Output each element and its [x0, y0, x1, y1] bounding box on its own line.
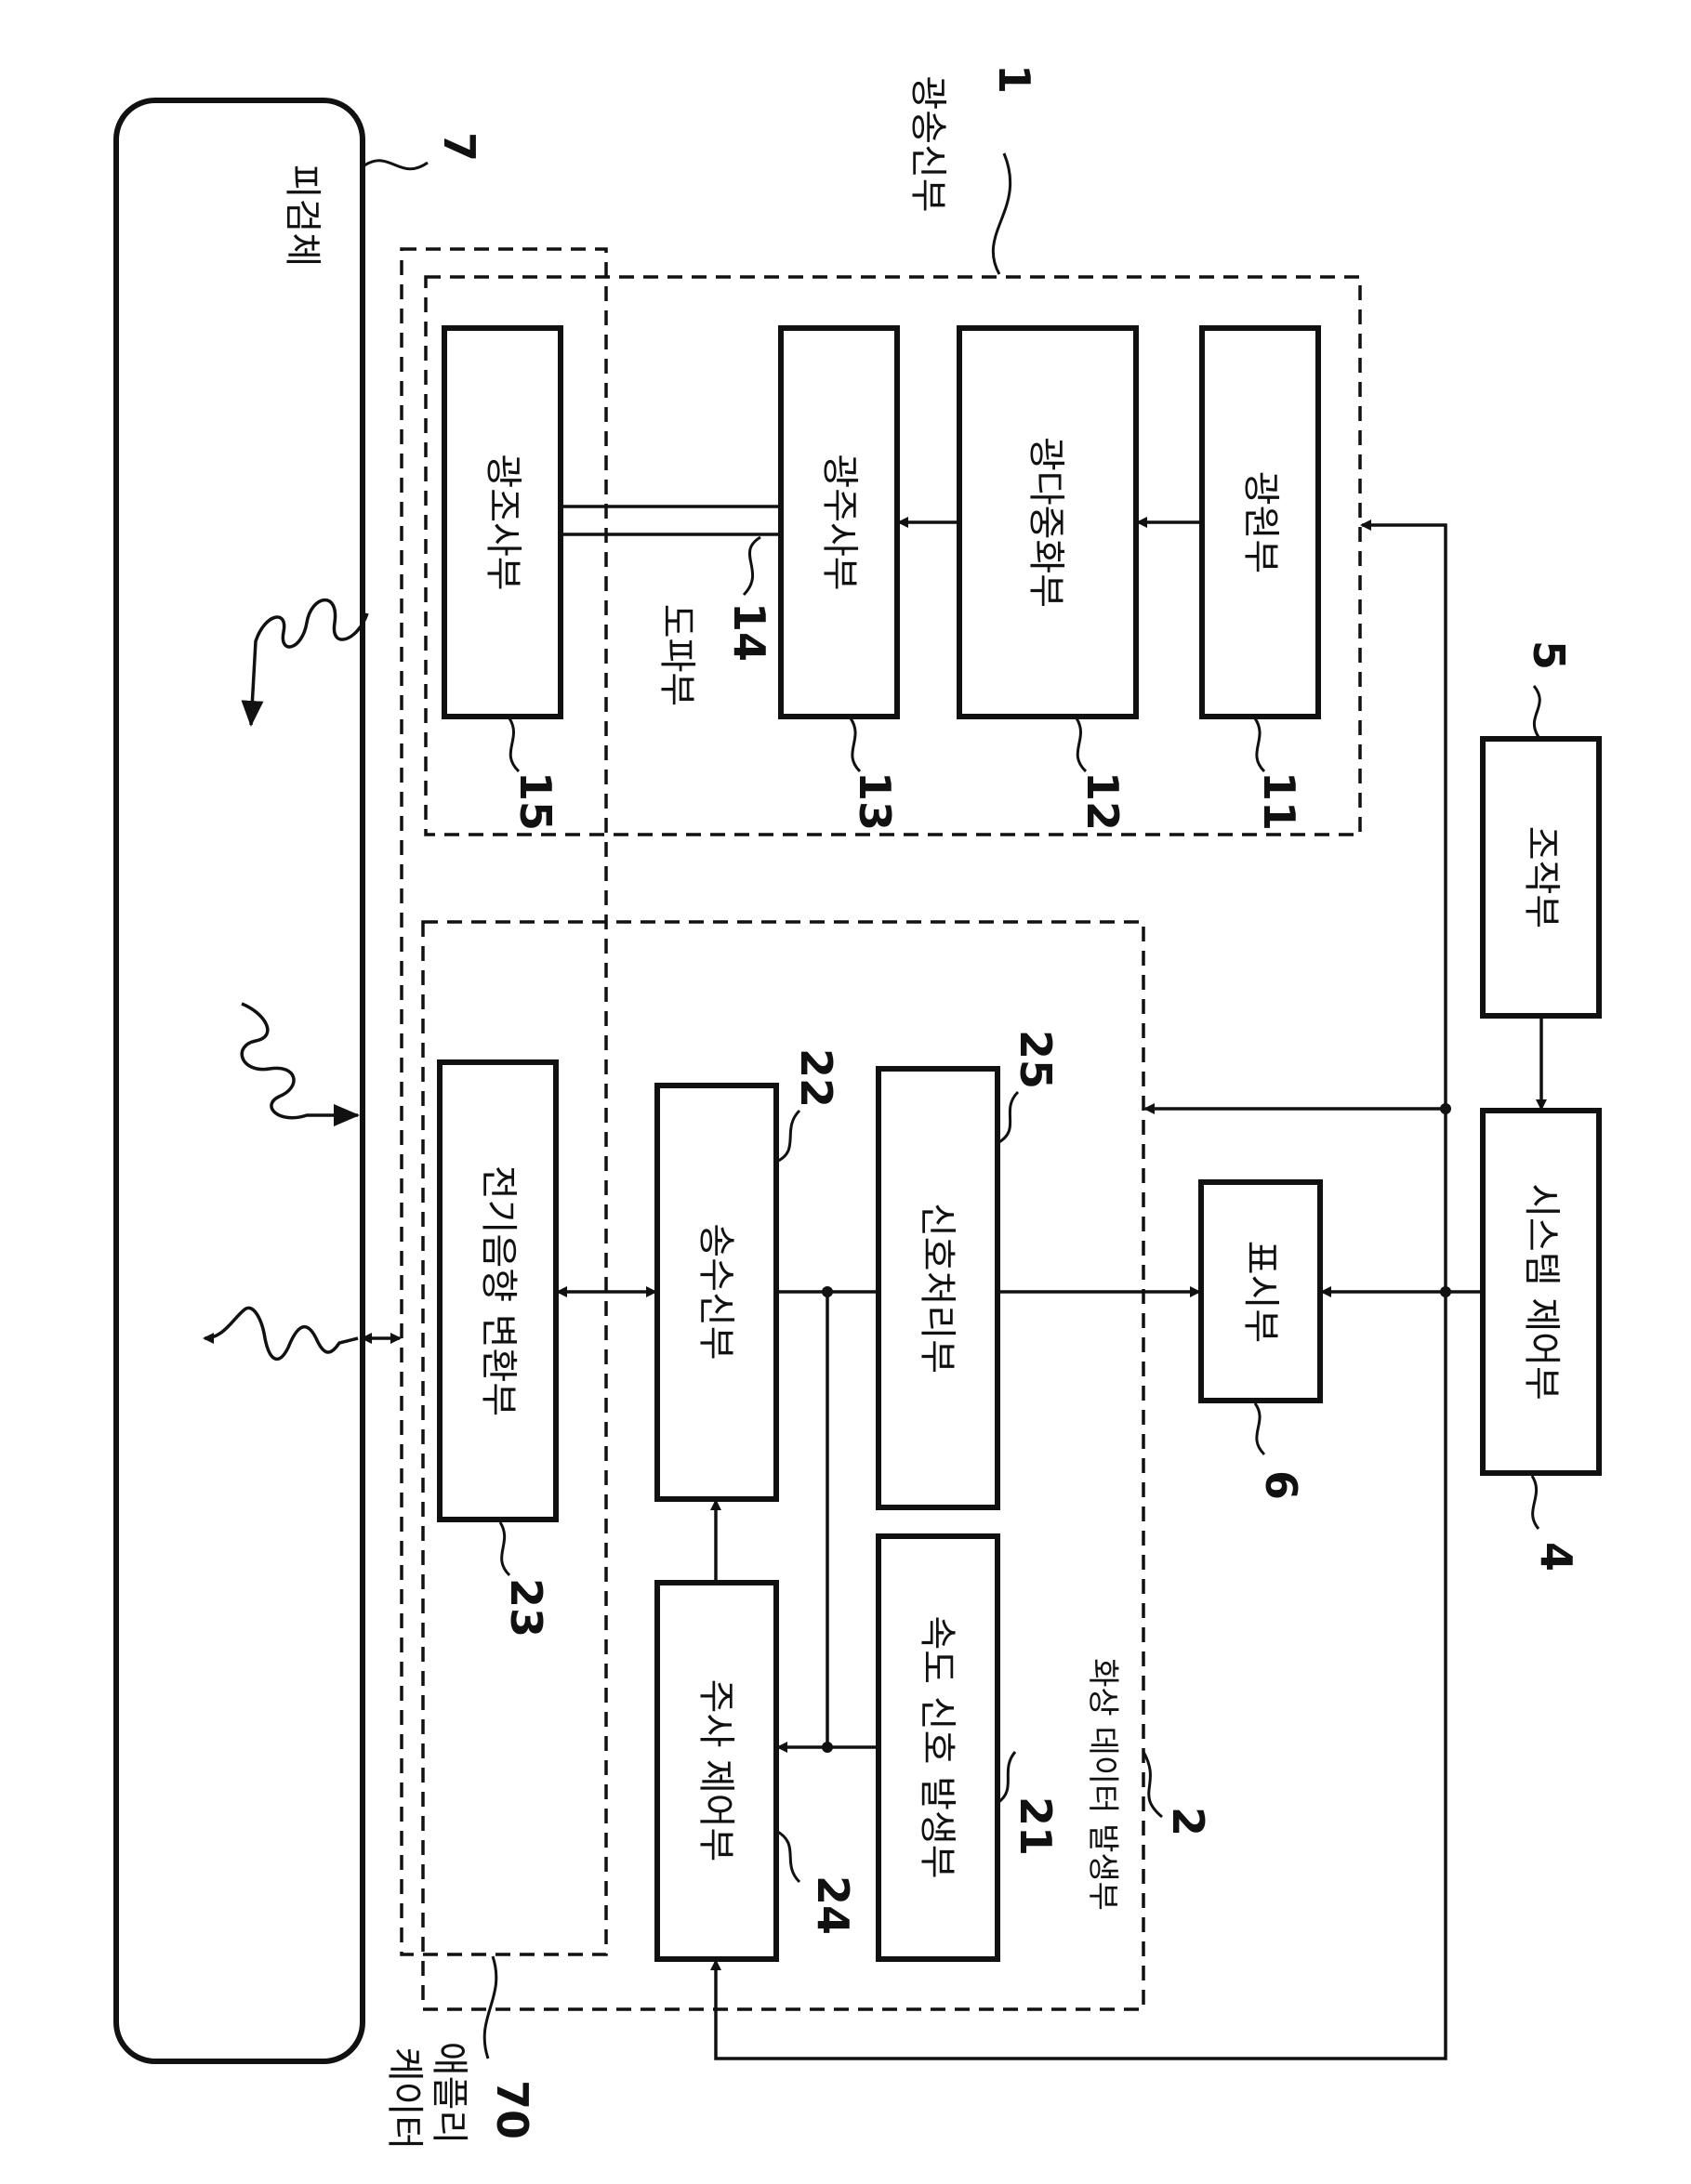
- optical-scanner-block: 광주사부: [781, 328, 897, 717]
- display-block: 표시부: [1201, 1182, 1320, 1401]
- leader-15: [509, 718, 519, 771]
- ref-14: 14: [724, 602, 774, 662]
- system-control-block: 시스템 제어부: [1483, 1111, 1599, 1473]
- leader-70: [484, 1956, 496, 2059]
- junction-internal-top: [822, 1286, 833, 1297]
- subject-label: 피검체: [281, 164, 324, 267]
- line-bus-to-transmitter: [1362, 525, 1446, 1115]
- light-irradiation-block: 광조사부: [444, 328, 561, 717]
- leader-6: [1255, 1403, 1264, 1454]
- ref-21: 21: [1011, 1796, 1061, 1856]
- ref-7: 7: [434, 132, 484, 162]
- applicator-label-2: 케이터: [383, 2047, 426, 2150]
- ref-24: 24: [808, 1875, 858, 1935]
- leader-23: [500, 1522, 509, 1575]
- applicator-label-1: 애플리: [428, 2042, 470, 2144]
- system-control-label: 시스템 제어부: [1520, 1183, 1563, 1401]
- transceiver-label: 송수신부: [694, 1223, 737, 1360]
- waveguide: [563, 507, 779, 534]
- ref-1: 1: [989, 64, 1039, 94]
- electroacoustic-label: 전기음향 변환부: [477, 1165, 520, 1416]
- leader-14: [744, 537, 760, 595]
- junction-bus-mid: [1440, 1286, 1451, 1297]
- ref-11: 11: [1254, 771, 1304, 831]
- optical-multiplexer-block: 광다중화부: [959, 328, 1136, 717]
- operation-unit-label: 조작부: [1520, 826, 1563, 928]
- light-source-label: 광원부: [1239, 471, 1282, 573]
- electroacoustic-block: 전기음향 변환부: [440, 1062, 556, 1520]
- ref-4: 4: [1531, 1542, 1581, 1572]
- ref-12: 12: [1077, 771, 1128, 831]
- leader-4: [1532, 1476, 1539, 1529]
- leader-7: [364, 161, 428, 169]
- optical-multiplexer-label: 광다중화부: [1024, 437, 1067, 608]
- leader-11: [1255, 718, 1264, 771]
- leader-12: [1077, 718, 1086, 771]
- leader-2: [1143, 1752, 1162, 1817]
- signal-processing-block: 신호처리부: [879, 1069, 997, 1507]
- speed-signal-block: 속도 신호 발생부: [879, 1536, 997, 1959]
- ref-2: 2: [1163, 1807, 1213, 1836]
- transceiver-block: 송수신부: [657, 1085, 776, 1499]
- image-data-generator-label: 화상 데이터 발생부: [1084, 1658, 1121, 1911]
- ref-23: 23: [501, 1578, 551, 1638]
- ref-6: 6: [1256, 1470, 1306, 1500]
- waveguide-label: 도파부: [655, 604, 698, 706]
- ref-13: 13: [850, 771, 900, 831]
- subject-box: 피검체: [116, 100, 363, 2061]
- leader-5: [1534, 686, 1539, 737]
- leader-1: [993, 153, 1010, 274]
- ref-22: 22: [791, 1048, 841, 1108]
- leader-24: [776, 1831, 799, 1882]
- display-label: 표시부: [1239, 1241, 1282, 1343]
- scan-control-label: 주사 제어부: [694, 1679, 737, 1862]
- ref-15: 15: [510, 771, 561, 831]
- light-source-block: 광원부: [1202, 328, 1318, 717]
- ref-70: 70: [487, 2080, 537, 2139]
- operation-unit-block: 조작부: [1483, 739, 1599, 1016]
- speed-signal-label: 속도 신호 발생부: [916, 1615, 958, 1878]
- optical-transmitter-label: 광송신부: [906, 75, 949, 212]
- leader-22: [776, 1111, 799, 1162]
- leader-25: [997, 1092, 1018, 1143]
- junction-bus-top: [1440, 1103, 1451, 1114]
- signal-processing-label: 신호처리부: [916, 1203, 958, 1374]
- scan-control-block: 주사 제어부: [657, 1583, 776, 1959]
- ref-25: 25: [1011, 1030, 1061, 1089]
- optical-scanner-label: 광주사부: [818, 454, 861, 590]
- leader-13: [851, 718, 860, 771]
- light-irradiation-label: 광조사부: [482, 454, 524, 590]
- ref-5: 5: [1524, 640, 1574, 670]
